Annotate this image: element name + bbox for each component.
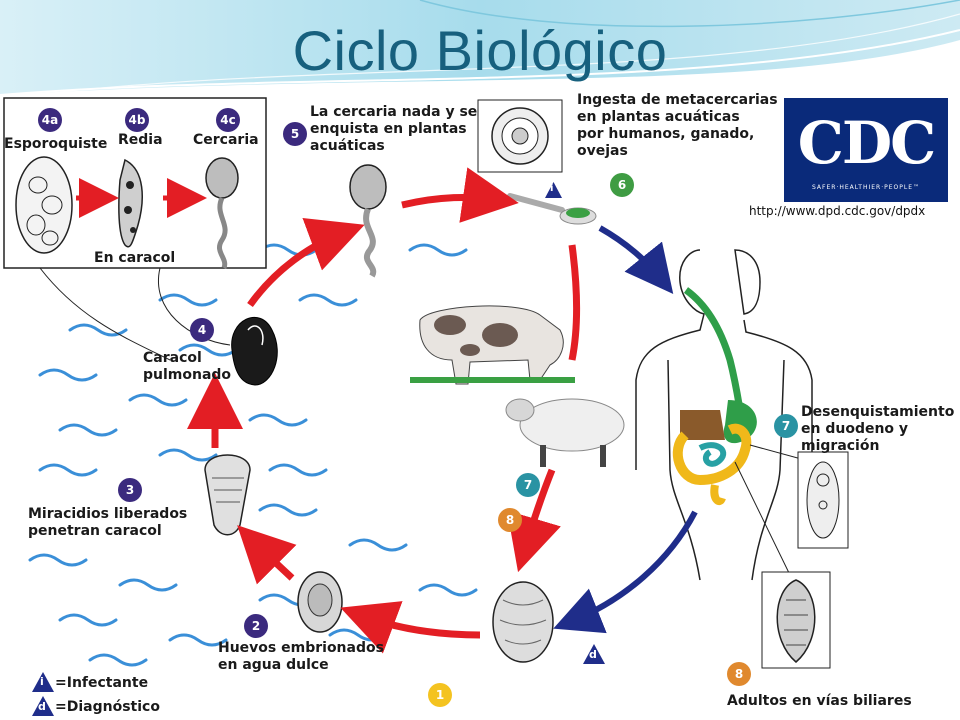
stage-4b-badge: 4b: [125, 108, 149, 132]
snail-drawing: [231, 317, 278, 386]
cdc-url: http://www.dpd.cdc.gov/dpdx: [749, 204, 926, 218]
cycle-arrows: [187, 167, 580, 654]
cdc-logo: CDC SAFER·HEALTHIER·PEOPLE™: [784, 98, 948, 202]
stage-6-label: Ingesta de metacercarias en plantas acuá…: [577, 92, 778, 159]
in-snail-label: En caracol: [94, 250, 176, 266]
legend-infective-label: =Infectante: [55, 675, 149, 691]
stage-8-right-label: Adultos en vías biliares: [727, 693, 912, 709]
stage-3-badge: 3: [118, 478, 142, 502]
cdc-tagline: SAFER·HEALTHIER·PEOPLE™: [812, 184, 920, 191]
sheep-drawing: [505, 398, 625, 467]
stage-8-left-badge: 8: [498, 508, 522, 532]
water-waves: [28, 243, 478, 667]
diagnostic-marker-icon: [583, 644, 605, 664]
stage-4b-label: Redia: [118, 132, 163, 148]
legend-infective-icon: [32, 672, 54, 692]
sporocyst-drawing: [15, 156, 73, 254]
digestive-tract-drawing: [672, 287, 757, 506]
stage-4a-label: Esporoquiste: [4, 136, 108, 152]
stage-2-badge: 2: [244, 614, 268, 638]
stage-4c-badge: 4c: [216, 108, 240, 132]
stage-1-badge: 1: [428, 683, 452, 707]
stage-3-label: Miracidios liberados penetran caracol: [28, 506, 188, 539]
spoon-drawing: [507, 193, 597, 225]
stage-5-label: La cercaria nada y se enquista en planta…: [310, 104, 478, 154]
page-title: Ciclo Biológico: [292, 19, 668, 82]
stage-2-label: Huevos embrionados en agua dulce: [218, 640, 384, 673]
stage-7-right-label: Desenquistamiento en duodeno y migración: [801, 404, 955, 454]
stage-4a-badge: 4a: [38, 108, 62, 132]
header-swoosh: [0, 0, 960, 96]
stage-7-left-badge: 7: [516, 473, 540, 497]
stage-4-label: Caracol pulmonado: [143, 350, 232, 383]
free-cercaria-drawing: [349, 164, 387, 278]
stage-8-right-badge: 8: [727, 662, 751, 686]
cdc-logo-text: CDC: [797, 109, 937, 177]
legend-infective-symbol: i: [40, 675, 44, 688]
stage-7-right-badge: 7: [774, 414, 798, 438]
stage-4c-label: Cercaria: [193, 132, 259, 148]
cercaria-drawing: [205, 157, 239, 269]
cow-drawing: [410, 305, 575, 385]
stage-4-badge: 4: [190, 318, 214, 342]
human-arrows: [553, 225, 698, 634]
stage-5-badge: 5: [283, 122, 307, 146]
diagnostic-marker-letter: d: [589, 648, 597, 661]
egg-drawing: [492, 581, 554, 663]
human-body-drawing: [635, 249, 813, 581]
stage-6-badge: 6: [610, 173, 634, 197]
infective-marker-icon: [545, 182, 562, 198]
miracidium-drawing: [204, 454, 251, 536]
infective-marker-letter: i: [550, 183, 554, 194]
legend-diagnostic-icon: [32, 696, 54, 716]
legend-diagnostic-symbol: d: [38, 700, 46, 713]
legend-diagnostic-label: =Diagnóstico: [55, 699, 160, 715]
